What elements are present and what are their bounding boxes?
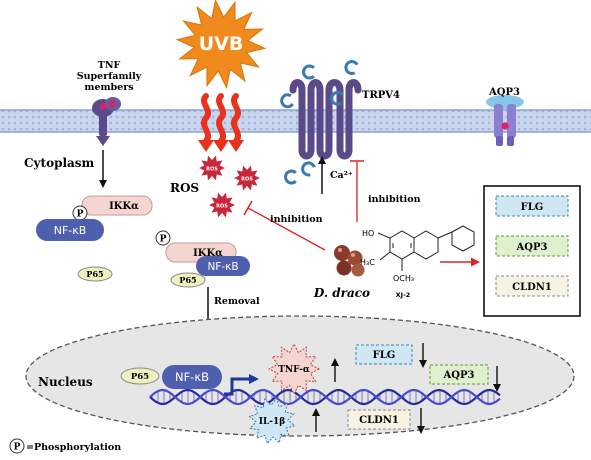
mid-p-label: P [160,235,167,245]
nuclear-nfkb: P65 NF-κB [120,365,222,389]
left-p65-label: P65 [86,269,103,279]
il1b-label: IL-1β [259,417,286,427]
calcium-ion [330,90,344,106]
targets-box: FLG AQP3 CLDN1 [483,185,581,317]
left-nfkb-label: NF-κB [54,224,87,237]
tnfa-label: TNF-α [278,365,310,375]
dna-strand [149,388,501,406]
il1b-burst: IL-1β [248,397,296,445]
tnfa-burst: TNF-α [267,342,321,396]
legend: P =Phosphorylation [9,438,121,454]
ros-burst-label: ROS [241,177,253,183]
calcium-ion [344,60,359,75]
inhibition-bar-ros [243,200,253,216]
nuclear-aqp3-label: AQP3 [443,370,475,381]
compound-structure [377,225,475,271]
nuclear-p65-label: P65 [131,372,149,382]
ros-bursts: ROS ROS ROS [199,155,260,218]
calcium-ion [302,64,315,80]
uvb-starburst: UVB [175,0,267,90]
ros-burst-label: ROS [216,204,228,210]
uvb-rays [198,93,244,152]
compound-och3: OCH₃ [393,274,414,283]
transcription-arrow [224,374,259,396]
ros-burst-label: ROS [206,167,218,173]
dragon-blood-berries [334,245,365,277]
aqp3-channel-label: AQP3 [488,87,520,98]
tnf-label-line2: Superfamily [77,71,142,82]
nuclear-cldn1-box [347,409,411,430]
tnf-label-line3: members [84,82,133,93]
left-p-label: P [77,210,84,220]
compound-ho: HO [362,229,374,238]
tnf-label-line1: TNF [98,60,121,71]
mid-nfkb-label: NF-κB [207,261,238,273]
legend-symbol: P [14,443,21,453]
aqp3-channel [486,95,524,146]
calcium-ion [280,93,294,109]
nuclear-cldn1-label: CLDN1 [359,415,399,426]
target-aqp3: AQP3 [516,242,548,253]
removal-label: Removal [214,296,260,307]
trpv4-channel [289,79,362,160]
nucleus-label: Nucleus [38,375,93,389]
calcium-ion [301,161,316,177]
ddraco-label: D. draco [313,286,370,300]
inhibition-label-2: inhibition [368,194,421,205]
nuclear-flg-label: FLG [373,350,396,361]
calcium-ion [284,169,297,185]
nuclear-flg-box [355,344,413,365]
inhibition-label-1: inhibition [270,214,323,225]
uvb-label: UVB [199,33,244,55]
left-ikk-label: IKKα [109,201,139,212]
ros-burst: ROS [199,155,225,181]
ros-burst: ROS [234,165,260,191]
left-ikk-complex: IKKα P NF-κB P65 [36,195,153,282]
tnf-receptor [92,97,121,146]
calcium-ions [280,60,359,185]
legend-text: =Phosphorylation [26,442,121,453]
trpv4-label: TRPV4 [362,90,400,101]
target-cldn1: CLDN1 [512,282,552,293]
compound-id: XJ-2 [396,291,411,299]
dna-strand [149,388,501,406]
cytoplasm-label: Cytoplasm [24,156,95,170]
ca-label: Ca²⁺ [330,170,353,181]
nuclear-aqp3-box [429,364,489,385]
target-flg: FLG [521,202,544,213]
dna-helix [149,388,501,406]
mid-ikk-complex: IKKα P NF-κB P65 [155,230,250,288]
compound-h3c: H₃C [360,258,375,267]
ros-burst: ROS [209,192,235,218]
ros-label: ROS [170,181,199,195]
mid-ikk-label: IKKα [193,248,223,259]
inhibition-line-ros [247,207,326,251]
nuclear-nfkb-label: NF-κB [175,370,209,384]
mid-p65-label: P65 [179,275,196,285]
